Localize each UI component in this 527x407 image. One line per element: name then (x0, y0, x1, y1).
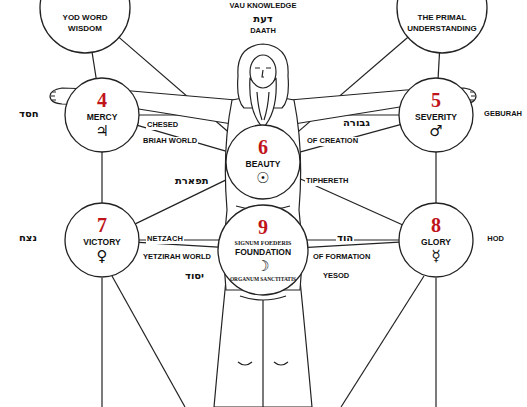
sephirah-number: 9 (258, 217, 268, 238)
sephirah-circle: THE PRIMAL UNDERSTANDING (396, 0, 488, 54)
tree-path (101, 152, 102, 203)
sephirah-title: THE PRIMAL (418, 14, 467, 22)
tree-path (438, 53, 439, 78)
planet-symbol: ♀ (97, 249, 108, 265)
circle-outline (399, 78, 473, 152)
circle-outline (399, 203, 473, 277)
tree-label: OF FORMATION (312, 253, 371, 262)
legs (214, 280, 312, 407)
sephirah-number: 4 (97, 90, 107, 111)
hebrew-label: תפארת (174, 175, 210, 187)
sephirah-name: SEVERITY (415, 113, 457, 122)
tree-label: NETZACH (146, 235, 184, 244)
hebrew-label: יסוד (184, 270, 205, 282)
sephirah-number: 6 (258, 137, 268, 158)
sephirah-number: 7 (97, 215, 107, 236)
circle-outline (397, 0, 487, 53)
planet-symbol: ☉ (256, 171, 269, 187)
sephirah-name: VICTORY (83, 238, 120, 247)
tree-label: HOD (486, 235, 505, 244)
hebrew-label: חסד (18, 108, 40, 120)
sephirah-circle: 6BEAUTY ☉ (225, 124, 301, 200)
tree-path (435, 152, 436, 203)
leg-divide (238, 300, 288, 407)
tree-path (341, 276, 424, 407)
planet-symbol: ♂ (429, 124, 442, 140)
sephirah-circle: 7VICTORY ♀ (64, 202, 140, 278)
circle-outline (218, 205, 308, 295)
beard-strands (257, 92, 269, 120)
sephirah-circle: YOD WORD WISDOM (39, 0, 131, 54)
tree-label: YESOD (322, 272, 350, 281)
sephirah-title: UNDERSTANDING (407, 25, 477, 33)
hebrew-label: דעת (252, 13, 273, 25)
tree-label: OF CREATION (306, 137, 359, 146)
eyes (255, 68, 271, 77)
motto-text: SIGNUM FOEDERIS (235, 240, 292, 246)
sephirah-circle: 8GLORY ☿ (398, 202, 474, 278)
planet-symbol: ♃ (95, 124, 108, 140)
tree-label: BRIAH WORLD (142, 137, 198, 146)
motto-text: ORGANUM SANCTITATIS (230, 277, 296, 283)
sephirah-name: MERCY (87, 113, 118, 122)
sephirah-circle: 5SEVERITY ♂ (398, 77, 474, 153)
sephirah-name: BEAUTY (246, 160, 281, 169)
planet-symbol: ☿ (431, 249, 440, 265)
hebrew-label: גבורה (342, 117, 371, 129)
tree-path (291, 37, 408, 138)
tree-label: VAU KNOWLEDGE (229, 2, 298, 11)
tree-label: YETZIRAH WORLD (142, 253, 212, 262)
sephirah-circle: 4MERCY ♃ (64, 77, 140, 153)
tree-path (297, 177, 403, 225)
planet-symbol: ☽ (256, 259, 269, 275)
sephirah-name: FOUNDATION (235, 248, 291, 257)
beard (250, 78, 276, 128)
circle-outline (65, 203, 139, 277)
sephirah-circle: 9SIGNUM FOEDERIS FOUNDATION ☽ ORGANUM SANCT… (217, 204, 309, 296)
sephirah-title: YOD WORD (63, 14, 108, 22)
sephirah-number: 8 (431, 215, 441, 236)
tree-path (435, 278, 436, 407)
circle-outline (40, 0, 130, 53)
circle-outline (65, 78, 139, 152)
tree-label: CHESED (146, 121, 179, 130)
hebrew-label: הוד (336, 232, 354, 244)
tree-path (101, 278, 102, 407)
tree-label: DAATH (249, 27, 277, 36)
circle-outline (226, 125, 300, 199)
hebrew-label: נצח (18, 232, 38, 244)
tree-path (112, 276, 185, 407)
tree-path (299, 125, 401, 153)
sephirah-number: 5 (431, 90, 441, 111)
tree-path (92, 52, 96, 78)
sephirah-title: WISDOM (68, 25, 102, 33)
sephirah-name: GLORY (421, 238, 451, 247)
tree-label: TIPHERETH (305, 177, 350, 186)
tree-label: GEBURAH (483, 110, 523, 119)
